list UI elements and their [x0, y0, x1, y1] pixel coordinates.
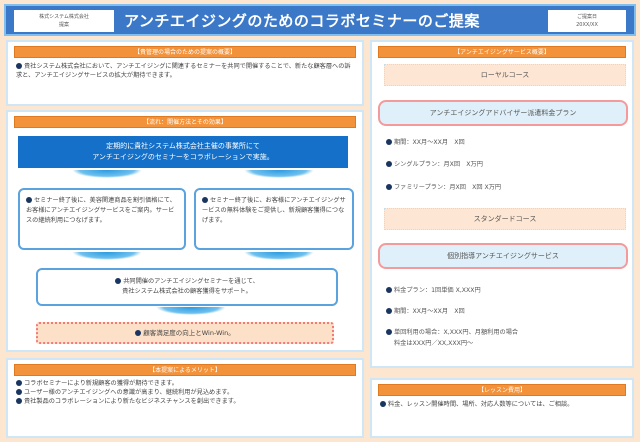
services-panel: 【アンチエイジングサービス概要】 [370, 40, 634, 368]
bullet-icon [202, 197, 208, 203]
flow-box-right-text: セミナー終了後に、お客様にアンチエイジングサービスの無料体験をご提供し、新規顧客… [202, 197, 346, 224]
company-label-line1: 株式システム株式会社 [39, 14, 89, 20]
plan1-item: シングルプラン：月X回 X万円 [386, 160, 483, 170]
page-title: アンチエイジングのためのコラボセミナーのご提案 [124, 12, 480, 30]
header-bar: 株式システム株式会社 提案 アンチエイジングのためのコラボセミナーのご提案 ご提… [4, 4, 636, 36]
date-label-line2: 20XX/XX [576, 22, 598, 28]
merit-item: コラボセミナーにより新規顧客の獲得が期待できます。 [16, 379, 354, 388]
flow-box-left: セミナー終了後に、美容関連商品を割引価格にて、お客様にアンチエイジングサービスを… [18, 188, 186, 250]
plan2-item: 期間：XX月～XX月 X回 [386, 307, 465, 317]
lesson-text: 料金、レッスン開催時間、場所、対応人数等については、ご相談。 [388, 401, 574, 408]
bullet-icon [16, 398, 22, 404]
services-heading: 【アンチエイジングサービス概要】 [378, 46, 626, 58]
flow-box-left-text: セミナー終了後に、美容関連商品を割引価格にて、お客様にアンチエイジングサービスを… [26, 197, 176, 224]
bullet-icon [26, 197, 32, 203]
arrow-down-icon [244, 252, 314, 260]
flow-banner: 定期的に貴社システム株式会社主催の事業所にて アンチエイジングのセミナーをコラボ… [18, 136, 348, 168]
flow-highlight-text: 顧客満足度の向上とWin-Win。 [143, 329, 235, 337]
merits-panel: 【本提案によるメリット】 コラボセミナーにより新規顧客の獲得が期待できます。 ユ… [6, 358, 364, 438]
course-standard: スタンダードコース [384, 208, 626, 230]
date-label-line1: ご提案日 [576, 14, 597, 20]
flow-heading: 【流れ：開催方法とその効果】 [14, 116, 356, 128]
bullet-icon [386, 329, 392, 335]
plan1-item: 期間：XX月～XX月 X回 [386, 138, 465, 148]
flow-box-center-line1: 共同開催のアンチエイジングセミナーを通じて、 [44, 277, 330, 287]
intro-text-row: 貴社システム株式会社において、アンチエイジングに関連するセミナーを共同で開催する… [8, 58, 362, 84]
bullet-icon [386, 161, 392, 167]
bullet-icon [16, 63, 22, 69]
course-royal: ローヤルコース [384, 64, 626, 86]
bullet-icon [135, 330, 142, 336]
bullet-icon [386, 139, 392, 145]
merits-heading: 【本提案によるメリット】 [14, 364, 356, 376]
flow-banner-line2: アンチエイジングのセミナーをコラボレーションで実施。 [92, 153, 274, 161]
flow-box-center: 共同開催のアンチエイジングセミナーを通じて、 貴社システム株式会社の顧客獲得をサ… [36, 268, 338, 306]
arrow-down-icon [156, 307, 226, 315]
merits-list: コラボセミナーにより新規顧客の獲得が期待できます。 ユーザー様のアンチエイジング… [8, 376, 362, 410]
bullet-icon [16, 380, 22, 386]
lesson-panel: 【レッスン費用】 料金、レッスン開催時間、場所、対応人数等については、ご相談。 [370, 378, 634, 438]
arrow-down-icon [244, 170, 314, 178]
merit-item: ユーザー様のアンチエイジングへの意識が高まり、継続利用が見込めます。 [16, 388, 354, 397]
bullet-icon [380, 401, 386, 407]
intro-heading: 【貴管理の場合のための提案の概要】 [14, 46, 356, 58]
lesson-heading: 【レッスン費用】 [378, 384, 626, 396]
intro-panel: 【貴管理の場合のための提案の概要】 貴社システム株式会社において、アンチエイジン… [6, 40, 364, 106]
bullet-icon [16, 389, 22, 395]
plan-individual: 個別指導アンチエイジングサービス [378, 243, 628, 269]
plan2-item-cont: 料金はXXX円／XX,XXX円～ [394, 340, 474, 347]
arrow-down-icon [72, 252, 142, 260]
plan2-item: 単回利用の場合：X,XXX円、月額利用の場合 [386, 328, 518, 338]
flow-box-center-line2: 貴社システム株式会社の顧客獲得をサポート。 [122, 288, 252, 295]
bullet-icon [386, 287, 392, 293]
date-label-box: ご提案日 20XX/XX [548, 10, 626, 32]
flow-highlight-box: 顧客満足度の向上とWin-Win。 [36, 322, 334, 344]
plan1-item: ファミリープラン：月X回 X回 X万円 [386, 183, 501, 193]
flow-box-right: セミナー終了後に、お客様にアンチエイジングサービスの無料体験をご提供し、新規顧客… [194, 188, 354, 250]
intro-text: 貴社システム株式会社において、アンチエイジングに関連するセミナーを共同で開催する… [16, 63, 351, 79]
company-label-line2: 提案 [58, 22, 69, 28]
company-label-box: 株式システム株式会社 提案 [14, 10, 114, 32]
bullet-icon [386, 308, 392, 314]
plan2-item: 料金プラン：1回単価 X,XXX円 [386, 286, 481, 296]
bullet-icon [386, 184, 392, 190]
flow-banner-line1: 定期的に貴社システム株式会社主催の事業所にて [106, 142, 260, 150]
merit-item: 貴社製品のコラボレーションにより新たなビジネスチャンスを創出できます。 [16, 397, 354, 406]
lesson-text-row: 料金、レッスン開催時間、場所、対応人数等については、ご相談。 [372, 396, 632, 413]
bullet-icon [115, 278, 122, 284]
plan-advisor: アンチエイジングアドバイザー派遣料金プラン [378, 100, 628, 126]
arrow-down-icon [72, 170, 142, 178]
